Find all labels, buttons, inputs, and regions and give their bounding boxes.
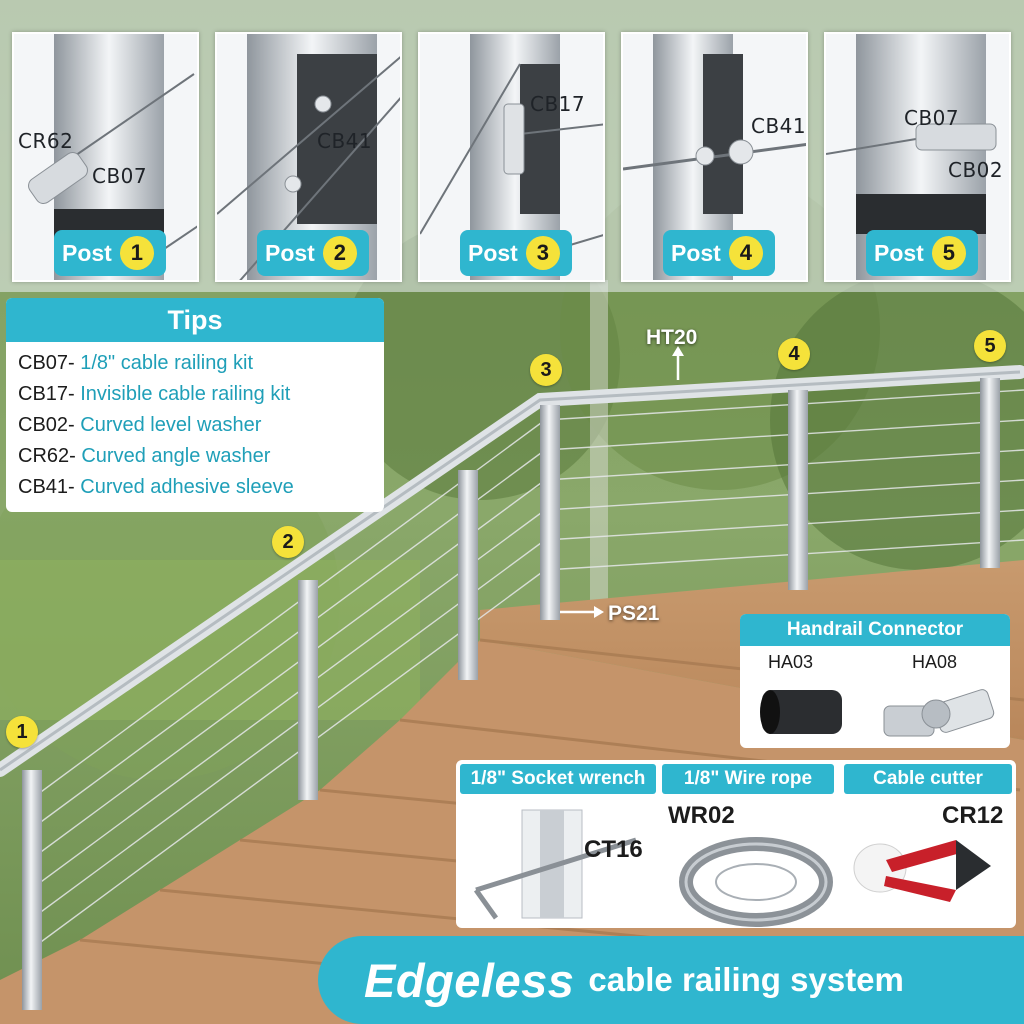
part-label-cr62: CR62 (18, 129, 74, 153)
post-badge-label: Post (874, 239, 924, 266)
part-label-cb02: CB02 (948, 158, 1004, 182)
part-label-cb07: CB07 (92, 164, 148, 188)
tip-desc: 1/8" cable railing kit (80, 352, 253, 374)
tool-title-cable-cutter: Cable cutter (844, 764, 1012, 794)
tool-code-cr12: CR12 (942, 802, 1004, 829)
post-badge-number: 3 (525, 236, 560, 270)
tip-code: CB41 (18, 476, 69, 498)
tip-row: CB07- 1/8" cable railing kit (18, 352, 253, 374)
post-panel-5: CB07 CB02 Post 5 (824, 32, 1011, 282)
cable-cutter-image (853, 840, 991, 902)
post-badge-label: Post (265, 239, 315, 266)
post-marker-5: 5 (974, 330, 1006, 362)
tip-row: CB41- Curved adhesive sleeve (18, 476, 294, 498)
post-marker-3: 3 (530, 354, 562, 386)
post-badge-number: 5 (931, 236, 966, 270)
post-panel-4: CB41 Post 4 (621, 32, 808, 282)
tip-row: CB17- Invisible cable railing kit (18, 383, 291, 405)
tip-code: CB17 (18, 383, 69, 405)
tip-code: CB07 (18, 352, 69, 374)
post-badge-number: 1 (119, 236, 154, 270)
post-badge-label: Post (62, 239, 112, 266)
handrail-connector-title: Handrail Connector (740, 614, 1010, 646)
tip-code: CB02 (18, 414, 69, 436)
wire-rope-coil-image (679, 837, 833, 927)
connector-label-ha08: HA08 (912, 652, 958, 672)
tip-desc: Invisible cable railing kit (80, 383, 291, 405)
part-label-cb41: CB41 (751, 114, 807, 138)
banner-subline: cable railing system (588, 961, 904, 998)
tool-title-socket-wrench: 1/8" Socket wrench (460, 764, 656, 794)
post-badge-2: Post 2 (257, 230, 369, 276)
ha03-connector-image (760, 690, 842, 734)
ha08-connector-image (883, 689, 995, 737)
post-badge-label: Post (671, 239, 721, 266)
tip-desc: Curved angle washer (81, 445, 271, 467)
post-panel-3: CB17 Post 3 (418, 32, 605, 282)
tools-box: 1/8" Socket wrench 1/8" Wire rope Cable … (456, 760, 1016, 928)
part-label-cb17: CB17 (530, 92, 586, 116)
post-badge-label: Post (468, 239, 518, 266)
post-badge-4: Post 4 (663, 230, 775, 276)
tip-code: CR62 (18, 445, 70, 467)
post-panel-1: CR62 CB07 Post 1 (12, 32, 199, 282)
post-badge-number: 4 (728, 236, 763, 270)
tool-title-wire-rope: 1/8" Wire rope (662, 764, 834, 794)
banner-headline: Edgeless (364, 953, 575, 1007)
connector-label-ha03: HA03 (768, 652, 814, 672)
post-panel-2: CB41 Post 2 (215, 32, 402, 282)
part-label-cb41: CB41 (317, 129, 373, 153)
socket-wrench-image (473, 809, 637, 920)
tool-code-ct16: CT16 (584, 836, 643, 863)
post-marker-2: 2 (272, 526, 304, 558)
tip-row: CR62- Curved angle washer (18, 445, 271, 467)
tip-row: CB02- Curved level washer (18, 414, 262, 436)
post-marker-4: 4 (778, 338, 810, 370)
post-badge-5: Post 5 (866, 230, 978, 276)
post-marker-1: 1 (6, 716, 38, 748)
handrail-connector-box: Handrail Connector HA03 HA08 (740, 614, 1010, 748)
post-badge-number: 2 (322, 236, 357, 270)
post-badge-3: Post 3 (460, 230, 572, 276)
tool-code-wr02: WR02 (668, 802, 735, 829)
post-badge-1: Post 1 (54, 230, 166, 276)
product-banner: Edgeless cable railing system (318, 936, 1024, 1024)
tips-title: Tips (6, 298, 384, 342)
tip-desc: Curved adhesive sleeve (80, 476, 294, 498)
handrail-callout: HT20 (646, 326, 698, 349)
part-label-cb07: CB07 (904, 106, 960, 130)
tips-box: Tips CB07- 1/8" cable railing kit CB17- … (6, 298, 384, 512)
post-callout: PS21 (608, 602, 660, 625)
tip-desc: Curved level washer (80, 414, 262, 436)
